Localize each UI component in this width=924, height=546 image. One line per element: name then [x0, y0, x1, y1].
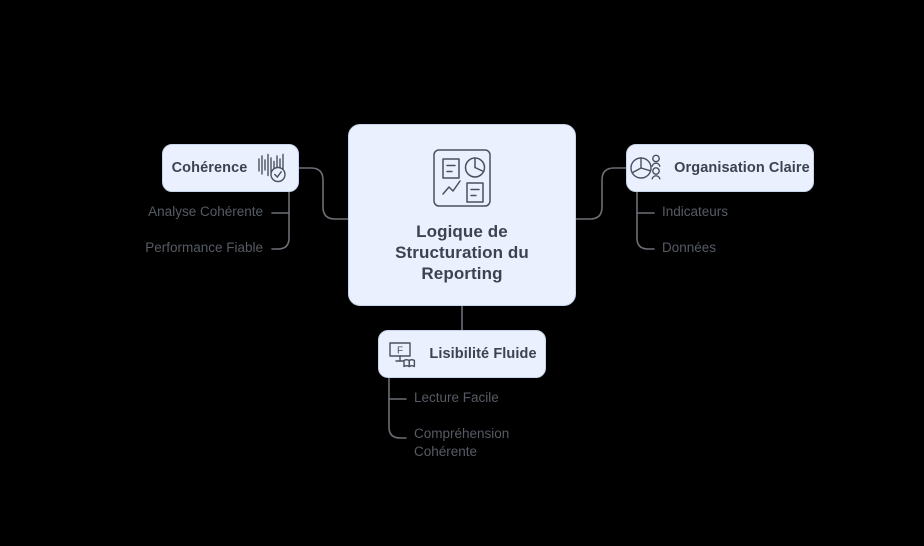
node-organisation[interactable]: Organisation Claire: [626, 144, 814, 192]
node-center[interactable]: Logique de Structuration du Reporting: [348, 124, 576, 306]
node-organisation-label: Organisation Claire: [674, 160, 810, 176]
monitor-book-icon: F: [387, 339, 419, 369]
node-coherence[interactable]: Cohérence: [162, 144, 299, 192]
sub-item-coherence-1: Analyse Cohérente: [148, 204, 263, 219]
sub-item-coherence-2: Performance Fiable: [145, 240, 263, 255]
dashboard-report-icon: [431, 147, 493, 209]
waveform-check-icon: [257, 153, 289, 183]
node-center-label: Logique de Structuration du Reporting: [395, 221, 529, 283]
sub-item-lisibilite-1: Lecture Facile: [414, 390, 499, 405]
svg-text:F: F: [397, 346, 403, 357]
edge-center-coherence: [298, 167, 349, 220]
sub-item-organisation-1: Indicateurs: [662, 204, 729, 219]
edge-organisation-spine: [636, 191, 655, 250]
sub-item-lisibilite-2: Compréhension Cohérente: [414, 426, 510, 459]
edge-center-organisation: [575, 167, 627, 220]
edge-lisibilite-spine: [388, 377, 407, 439]
node-coherence-label: Cohérence: [171, 160, 248, 176]
pie-chart-people-icon: [630, 153, 664, 183]
node-lisibilite[interactable]: F Lisibilité Fluide: [378, 330, 546, 378]
node-lisibilite-label: Lisibilité Fluide: [429, 346, 537, 362]
sub-item-organisation-2: Données: [662, 240, 717, 255]
edge-coherence-spine: [271, 191, 290, 250]
